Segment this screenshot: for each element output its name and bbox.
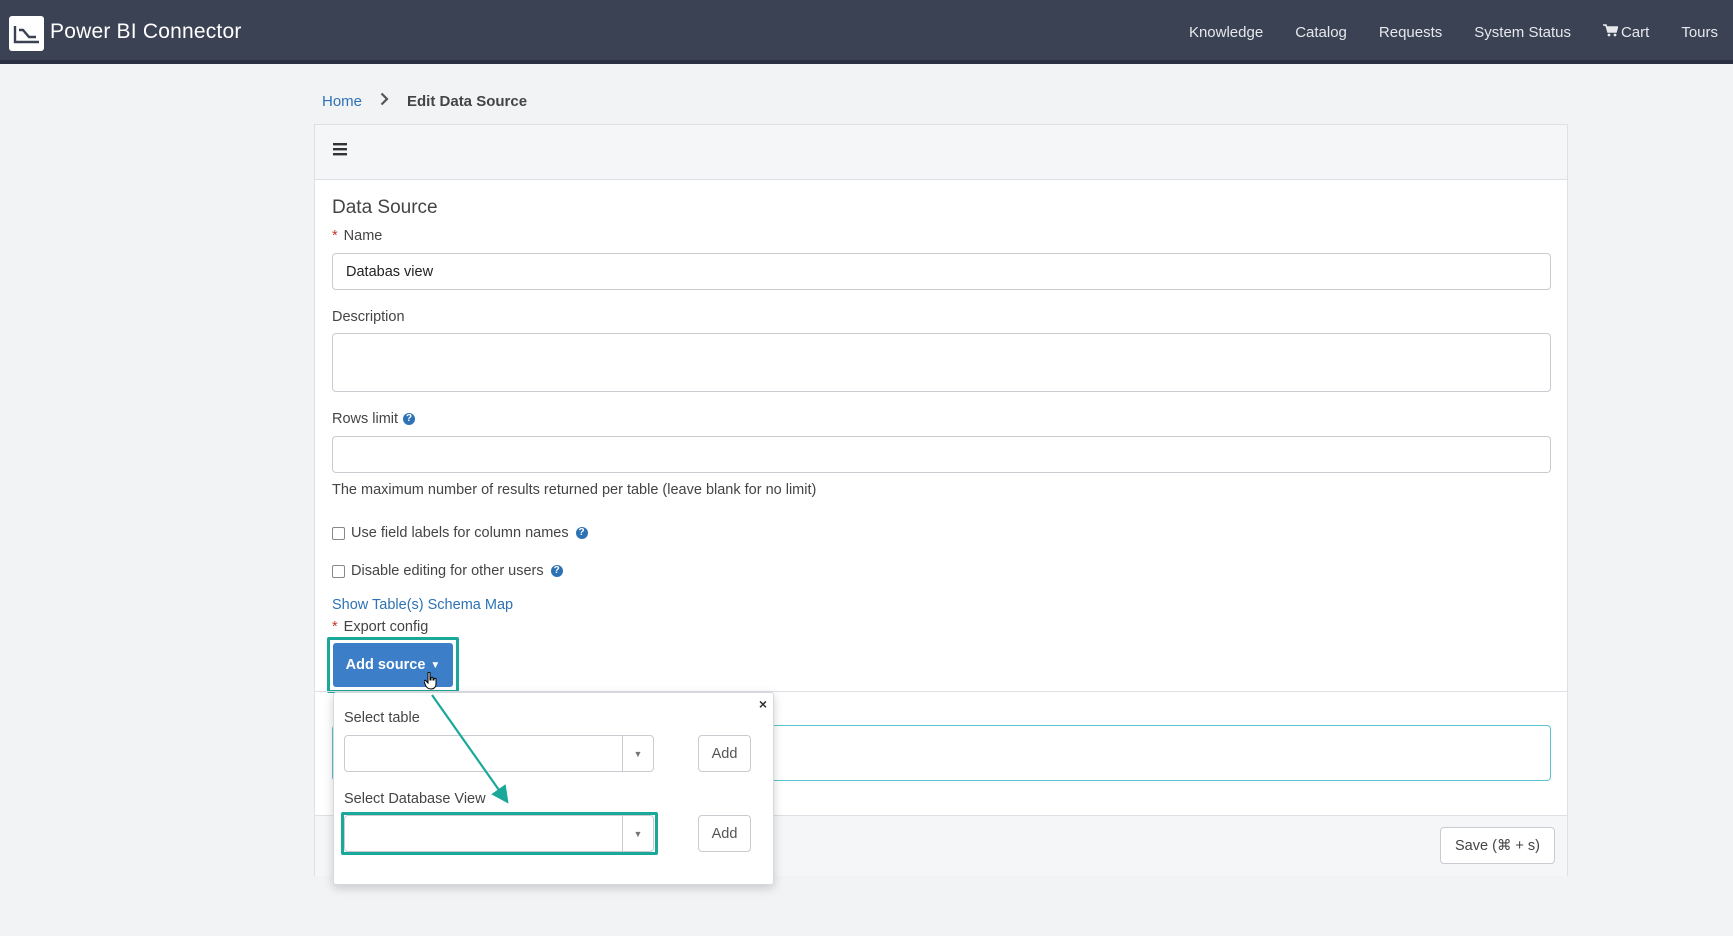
schema-map-link[interactable]: Show Table(s) Schema Map [332,597,513,613]
logo-icon[interactable] [9,16,44,51]
nav-cart-label: Cart [1621,24,1649,41]
disable-editing-row: Disable editing for other users ? [332,563,563,579]
select-db-view-dropdown[interactable]: ▼ [344,815,654,852]
add-source-popover: × Select table ▼ Add Select Database Vie… [333,692,774,885]
required-marker: * [332,619,338,635]
cart-icon [1603,24,1618,40]
section-title: Data Source [332,197,438,219]
select-table-dropdown[interactable]: ▼ [344,735,654,772]
add-source-label: Add source [346,657,426,673]
use-field-labels-text: Use field labels for column names [351,525,569,541]
dropdown-arrow-icon: ▼ [622,816,653,851]
panel-header [315,125,1567,180]
hand-cursor-icon [424,672,438,695]
brand-title[interactable]: Power BI Connector [50,20,242,44]
required-marker: * [332,228,338,244]
description-textarea[interactable] [332,333,1551,392]
nav-system-status[interactable]: System Status [1474,24,1571,41]
breadcrumb: Home Edit Data Source [322,92,527,111]
select-db-view-label: Select Database View [344,791,486,807]
description-label: Description [332,309,405,325]
add-table-button[interactable]: Add [698,735,751,772]
disable-editing-checkbox[interactable] [332,565,345,578]
save-button[interactable]: Save (⌘ + s) [1440,827,1555,864]
rows-limit-input[interactable] [332,436,1551,473]
disable-editing-text: Disable editing for other users [351,563,544,579]
name-label-text: Name [344,228,383,244]
chart-line-icon [13,22,40,44]
chevron-right-icon [380,92,389,111]
nav-tours[interactable]: Tours [1681,24,1718,41]
use-field-labels-checkbox[interactable] [332,527,345,540]
hamburger-menu-icon[interactable] [333,139,347,162]
top-navbar: Power BI Connector Knowledge Catalog Req… [0,0,1733,64]
name-input[interactable]: Databas view [332,253,1551,290]
help-icon[interactable]: ? [403,413,415,425]
nav-requests[interactable]: Requests [1379,24,1442,41]
export-config-label: * Export config [332,619,428,635]
export-config-label-text: Export config [344,619,429,635]
caret-down-icon: ▼ [430,660,440,671]
help-icon[interactable]: ? [551,565,563,577]
rows-limit-label: Rows limit? [332,411,415,427]
breadcrumb-current: Edit Data Source [407,93,527,110]
breadcrumb-home[interactable]: Home [322,93,362,110]
nav-catalog[interactable]: Catalog [1295,24,1347,41]
dropdown-arrow-icon: ▼ [622,736,653,771]
add-db-view-button[interactable]: Add [698,815,751,852]
nav-menu: Knowledge Catalog Requests System Status… [1173,0,1733,64]
help-icon[interactable]: ? [576,527,588,539]
name-label: * Name [332,228,382,244]
close-icon[interactable]: × [759,696,767,712]
rows-limit-label-text: Rows limit [332,411,398,427]
nav-knowledge[interactable]: Knowledge [1189,24,1263,41]
select-table-label: Select table [344,710,420,726]
use-field-labels-row: Use field labels for column names ? [332,525,588,541]
rows-limit-help-text: The maximum number of results returned p… [332,482,816,498]
nav-cart[interactable]: Cart [1603,24,1649,41]
